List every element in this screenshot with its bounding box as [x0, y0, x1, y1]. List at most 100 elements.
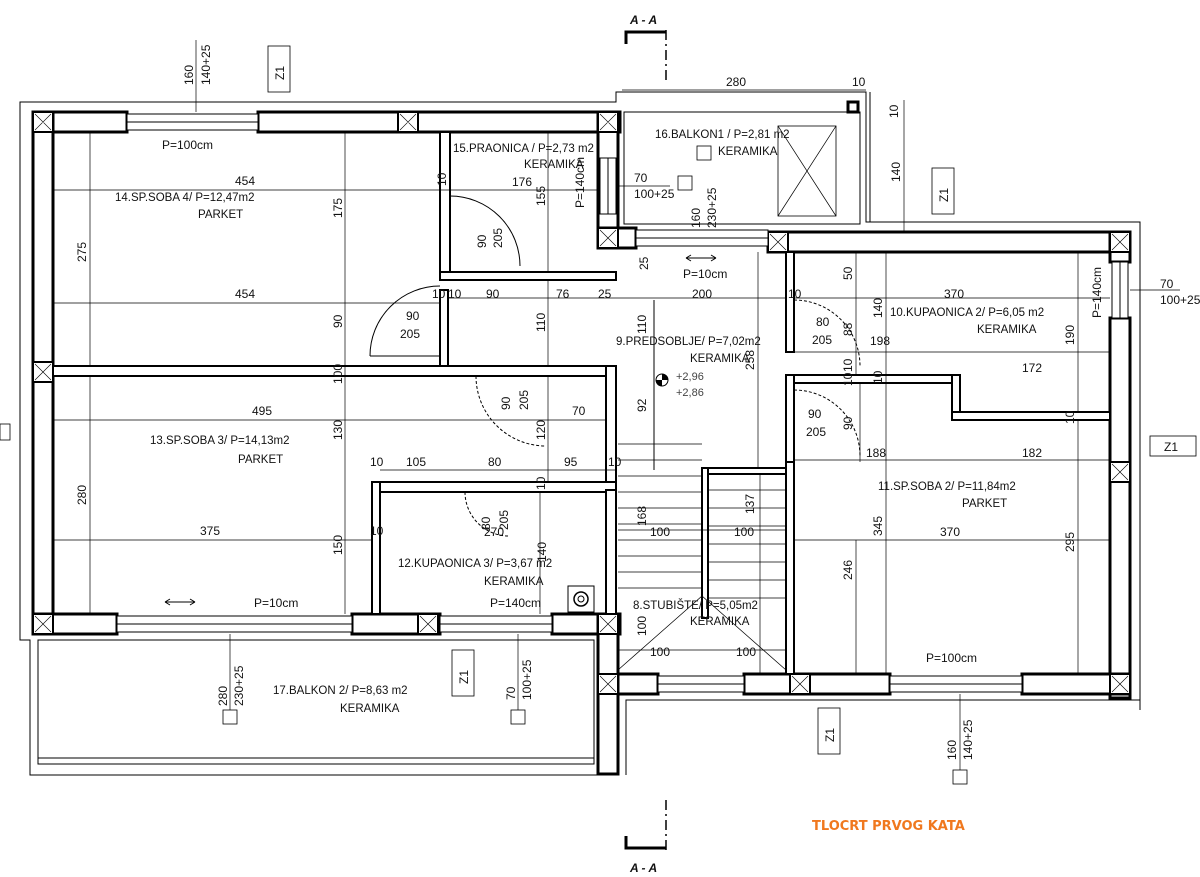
dim-text: 10: [534, 476, 548, 490]
dim-text: 140+25: [199, 44, 213, 85]
dim-text: 80: [488, 455, 502, 469]
dim-text: 90: [808, 407, 822, 421]
dim-text: 168: [635, 506, 649, 526]
room-label-praonica: 15.PRAONICA / P=2,73 m2: [453, 143, 594, 155]
level-upper: +2,96: [676, 371, 704, 383]
dim-text: 140: [871, 298, 885, 318]
dim-text: 155: [534, 186, 548, 206]
dim-text: 100+25: [1160, 293, 1200, 307]
dimension-lines: [53, 40, 1180, 770]
room-floor-soba2: PARKET: [962, 498, 1007, 510]
outline-lines: [19, 91, 1141, 776]
room-label-balkon1: 16.BALKON1 / P=2,81 m2: [655, 129, 790, 141]
room-floor-praonica: KERAMIKA: [524, 159, 584, 171]
parapet-label: P=140cm: [1090, 267, 1104, 318]
dim-text: 88: [841, 322, 855, 336]
door-swings: [369, 195, 861, 537]
dim-text: 10: [608, 455, 622, 469]
dim-text: 70: [634, 171, 648, 185]
section-mark-top: A - A: [629, 13, 657, 27]
plan-title: TLOCRT PRVOG KATA: [812, 819, 965, 834]
labels: A - A A - A TLOCRT PRVOG KATA 14.SP.SOBA…: [75, 13, 1200, 875]
dim-text: 280: [75, 485, 89, 505]
dim-text: 160: [945, 740, 959, 760]
dim-text: 100: [331, 364, 345, 384]
balcony2-area: [37, 639, 595, 765]
dim-text: 230+25: [705, 187, 719, 228]
dim-text: 295: [1063, 532, 1077, 552]
dim-text: 10: [887, 104, 901, 118]
dim-text: 270: [484, 525, 504, 539]
parapet-label: P=140cm: [490, 596, 541, 610]
dim-text: 90: [841, 416, 855, 430]
dim-text: 10: [841, 358, 855, 372]
dim-text: 176: [512, 175, 532, 189]
parapet-label: P=100cm: [162, 138, 213, 152]
room-label-soba2: 11.SP.SOBA 2/ P=11,84m2: [878, 481, 1016, 493]
dim-text: 140+25: [961, 719, 975, 760]
walls: [31, 100, 1132, 776]
room-label-kupaonica2: 10.KUPAONICA 2/ P=6,05 m2: [890, 307, 1044, 319]
marker-z1: Z1: [937, 188, 951, 202]
room-label-stubiste: 8.STUBIŠTE/ P=5,05m2: [633, 599, 758, 612]
dim-text: 205: [400, 327, 420, 341]
dim-text: 80: [816, 315, 830, 329]
room-label-predsoblje: 9.PREDSOBLJE/ P=7,02m2: [616, 336, 761, 348]
dim-text: 370: [940, 525, 960, 539]
dim-text: 200: [692, 287, 712, 301]
room-floor-balkon1: KERAMIKA: [718, 146, 778, 158]
room-floor-predsoblje: KERAMIKA: [690, 353, 750, 365]
section-markers: [624, 30, 667, 850]
dim-text: 25: [637, 256, 651, 270]
dim-text: 80: [479, 516, 493, 530]
dim-text: 172: [1022, 361, 1042, 375]
staircase: [617, 300, 787, 671]
dim-text: 454: [235, 174, 255, 188]
section-mark-bottom: A - A: [629, 861, 657, 875]
dim-text: 205: [517, 390, 531, 410]
dim-text: 120: [534, 420, 548, 440]
level-lower: +2,86: [676, 387, 704, 399]
dim-text: 258: [743, 350, 757, 370]
dim-text: 100: [736, 645, 756, 659]
dim-text: 100: [734, 525, 754, 539]
dim-text: 110: [635, 315, 649, 334]
dim-text: 100: [650, 645, 670, 659]
dim-text: 140: [889, 162, 903, 182]
dim-text: 205: [491, 228, 505, 248]
dim-text: 100: [635, 616, 649, 636]
dim-text: 140: [535, 542, 549, 562]
dim-text: 10: [432, 287, 446, 301]
dim-text: 25: [598, 287, 612, 301]
dim-text: 370: [944, 287, 964, 301]
dim-text: 10: [852, 75, 866, 89]
dim-text: 100+25: [520, 659, 534, 700]
dim-text: 205: [806, 425, 826, 439]
dim-text: 10: [370, 455, 384, 469]
marker-boxes: [0, 45, 1197, 785]
dim-text: 10: [871, 370, 885, 384]
dim-text: 198: [870, 334, 890, 348]
room-floor-balkon2: KERAMIKA: [340, 703, 400, 715]
dim-text: 10: [448, 287, 462, 301]
dim-text: 130: [331, 420, 345, 440]
dim-text: 76: [556, 287, 570, 301]
room-floor-kupaonica3: KERAMIKA: [484, 576, 544, 588]
dim-text: 10: [370, 524, 384, 538]
dim-text: 160: [182, 65, 196, 85]
windows: [116, 113, 1129, 693]
dim-text: 50: [841, 266, 855, 280]
room-label-soba3: 13.SP.SOBA 3/ P=14,13m2: [150, 435, 289, 447]
dim-text: 90: [331, 314, 345, 328]
marker-z1: Z1: [273, 66, 287, 80]
room-label-kupaonica3: 12.KUPAONICA 3/ P=3,67 m2: [398, 558, 552, 570]
dim-text: 230+25: [232, 665, 246, 706]
dim-text: 190: [1063, 325, 1077, 345]
dim-text: 280: [726, 75, 746, 89]
dim-text: 90: [486, 287, 500, 301]
dim-text: 90: [499, 396, 513, 410]
dim-text: 105: [406, 455, 426, 469]
parapet-label: P=10cm: [683, 267, 727, 281]
dim-text: 10: [1063, 410, 1077, 424]
